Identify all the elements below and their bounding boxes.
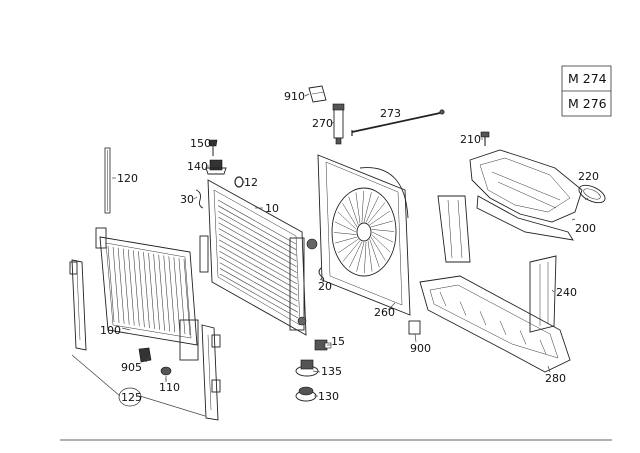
label-100: 100 [100, 324, 121, 337]
condenser-side-bracket-right [201, 324, 221, 421]
clip-20 [318, 267, 325, 283]
air-guide-240 [437, 195, 557, 333]
label-150: 150 [190, 137, 211, 150]
fan-shroud-260 [317, 154, 411, 316]
label-900: 900 [410, 342, 431, 355]
label-120: 120 [117, 172, 138, 185]
condenser-side-bracket-left [69, 259, 87, 351]
bolt-150 [208, 139, 218, 156]
label-905: 905 [121, 361, 142, 374]
clip-30 [195, 189, 204, 209]
engine-variant-m276: M 276 [568, 96, 607, 111]
label-30: 30 [180, 193, 194, 206]
label-12: 12 [244, 176, 258, 189]
label-130: 130 [318, 390, 339, 403]
label-10: 10 [265, 202, 279, 215]
cable-273 [351, 109, 445, 136]
label-273: 273 [380, 107, 401, 120]
radiator-10 [199, 179, 318, 336]
leader-lines [145, 93, 589, 397]
label-280: 280 [545, 372, 566, 385]
label-220: 220 [578, 170, 599, 183]
label-260: 260 [374, 306, 395, 319]
label-200: 200 [575, 222, 596, 235]
cap-140 [205, 159, 227, 175]
label-15: 15 [331, 335, 345, 348]
damper-905 [138, 347, 152, 363]
label-210: 210 [460, 133, 481, 146]
resistor-270 [332, 103, 345, 145]
label-110: 110 [159, 381, 180, 394]
engine-variant-box: M 274 M 276 [561, 65, 612, 117]
air-guide-200 [469, 149, 583, 241]
label-125: 125 [121, 391, 142, 404]
rod-120 [104, 147, 116, 214]
seal-ring-12 [234, 176, 244, 188]
ring-135 [295, 359, 319, 377]
bolt-210 [480, 131, 490, 146]
label-270: 270 [312, 117, 333, 130]
air-guide-280 [419, 275, 571, 373]
label-910: 910 [284, 90, 305, 103]
label-20: 20 [318, 280, 332, 293]
tag-900 [408, 320, 421, 335]
leader-125 [71, 354, 206, 417]
connector-910 [308, 85, 327, 103]
engine-variant-m274: M 274 [568, 71, 607, 86]
cap-130 [295, 386, 317, 402]
label-140: 140 [187, 160, 208, 173]
label-240: 240 [556, 286, 577, 299]
label-135: 135 [321, 365, 342, 378]
condenser-100 [95, 227, 199, 361]
part-labels: 910 270 273 150 140 120 12 30 10 210 220… [100, 90, 599, 404]
